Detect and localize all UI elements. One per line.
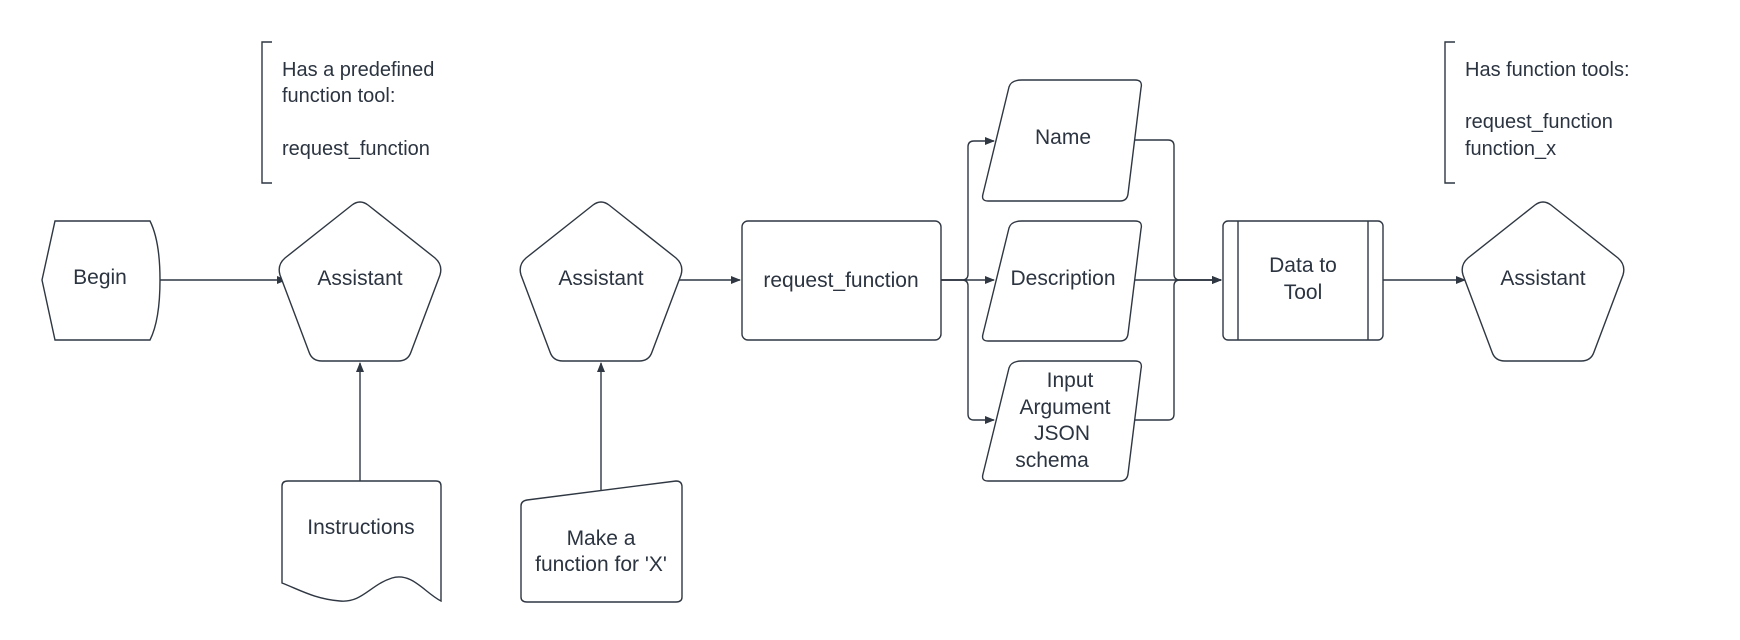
- node-label: Input: [1047, 369, 1094, 392]
- node-assistant-3: Assistant: [1461, 201, 1625, 362]
- node-make-function: Make a function for 'X': [520, 480, 683, 603]
- edge-name-to-data-to-tool: [1127, 139, 1222, 284]
- node-label: Tool: [1284, 281, 1323, 304]
- node-label: Name: [1035, 126, 1091, 149]
- annotation-line: function tool:: [282, 85, 395, 107]
- node-input-schema: Input Argument JSON schema: [981, 360, 1143, 482]
- node-label: Assistant: [1500, 267, 1585, 290]
- node-name: Name: [981, 79, 1143, 202]
- node-label: Argument: [1019, 396, 1110, 419]
- node-instructions: Instructions: [281, 480, 442, 603]
- node-assistant-1: Assistant: [278, 201, 442, 362]
- annotation-predefined-tool: Has a predefined function tool: request_…: [261, 41, 434, 184]
- node-label: Assistant: [317, 267, 402, 290]
- node-label: Make a: [567, 527, 636, 550]
- edge-request-function-to-input-schema: [941, 279, 995, 424]
- annotation-line: function_x: [1465, 138, 1556, 160]
- node-label: JSON: [1034, 422, 1090, 445]
- node-label: request_function: [763, 269, 918, 292]
- annotation-line: request_function: [1465, 111, 1613, 133]
- edge-request-function-to-name: [941, 137, 995, 281]
- node-label: function for 'X': [535, 553, 667, 576]
- node-description: Description: [981, 220, 1143, 342]
- node-label: Description: [1010, 267, 1115, 290]
- edge-input-schema-to-data-to-tool: [1127, 276, 1222, 421]
- node-label: schema: [1015, 449, 1089, 472]
- node-request-function: request_function: [741, 220, 942, 341]
- annotation-line: Has function tools:: [1465, 59, 1630, 81]
- annotation-function-tools: Has function tools: request_function fun…: [1444, 41, 1630, 184]
- node-label: Assistant: [558, 267, 643, 290]
- node-begin: Begin: [41, 220, 161, 341]
- node-data-to-tool: Data to Tool: [1222, 220, 1384, 341]
- annotation-line: request_function: [282, 138, 430, 160]
- node-label: Instructions: [307, 516, 414, 539]
- node-assistant-2: Assistant: [519, 201, 683, 362]
- annotation-line: Has a predefined: [282, 59, 434, 81]
- node-label: Begin: [73, 266, 127, 289]
- edges: [160, 137, 1466, 490]
- node-label: Data to: [1269, 254, 1337, 277]
